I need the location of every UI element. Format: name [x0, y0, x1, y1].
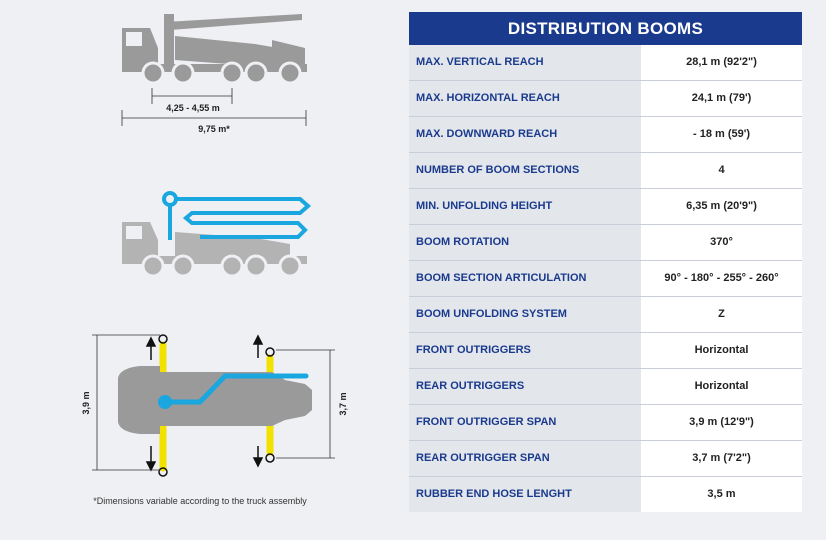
- spec-label: NUMBER OF BOOM SECTIONS: [409, 153, 641, 188]
- spec-value: - 18 m (59'): [641, 117, 802, 152]
- spec-value: 3,7 m (7'2"): [641, 441, 802, 476]
- spec-value: Z: [641, 297, 802, 332]
- table-title: DISTRIBUTION BOOMS: [409, 12, 802, 45]
- spec-value: 3,9 m (12'9"): [641, 405, 802, 440]
- spec-label: BOOM SECTION ARTICULATION: [409, 261, 641, 296]
- front-width-label: 3,9 m: [81, 391, 91, 414]
- spec-label: BOOM ROTATION: [409, 225, 641, 260]
- spec-label: FRONT OUTRIGGERS: [409, 333, 641, 368]
- spec-label: REAR OUTRIGGER SPAN: [409, 441, 641, 476]
- spec-label: BOOM UNFOLDING SYSTEM: [409, 297, 641, 332]
- spec-value: 370°: [641, 225, 802, 260]
- truck-top-view-icon: [118, 334, 312, 477]
- spec-label: MAX. VERTICAL REACH: [409, 45, 641, 80]
- spec-value: 4: [641, 153, 802, 188]
- spec-label: MIN. UNFOLDING HEIGHT: [409, 189, 641, 224]
- dimension-lines: [121, 88, 307, 126]
- spec-label: FRONT OUTRIGGER SPAN: [409, 405, 641, 440]
- width-dimension-lines: [92, 334, 335, 471]
- spec-value: 24,1 m (79'): [641, 81, 802, 116]
- spec-label: MAX. DOWNWARD REACH: [409, 117, 641, 152]
- spec-value: 6,35 m (20'9"): [641, 189, 802, 224]
- truck-side-view-icon: [122, 14, 307, 85]
- spec-value: 3,5 m: [641, 477, 802, 512]
- truck-boom-folded-icon: [122, 191, 312, 278]
- diagram-panel: 4,25 - 4,55 m 9,75 m*: [0, 0, 400, 535]
- spec-value: 28,1 m (92'2"): [641, 45, 802, 80]
- spec-label: MAX. HORIZONTAL REACH: [409, 81, 641, 116]
- spec-value: 90° - 180° - 255° - 260°: [641, 261, 802, 296]
- footnote: *Dimensions variable according to the tr…: [93, 496, 307, 506]
- spec-label: RUBBER END HOSE LENGHT: [409, 477, 641, 512]
- spec-label: REAR OUTRIGGERS: [409, 369, 641, 404]
- spec-value: Horizontal: [641, 333, 802, 368]
- truck-diagrams: 4,25 - 4,55 m 9,75 m*: [81, 14, 348, 477]
- wheelbase-label: 4,25 - 4,55 m: [166, 103, 220, 113]
- rear-width-label: 3,7 m: [338, 392, 348, 415]
- table-row: MAX. DOWNWARD REACH- 18 m (59'): [409, 116, 802, 152]
- length-label: 9,75 m*: [198, 124, 230, 134]
- spec-value: Horizontal: [641, 369, 802, 404]
